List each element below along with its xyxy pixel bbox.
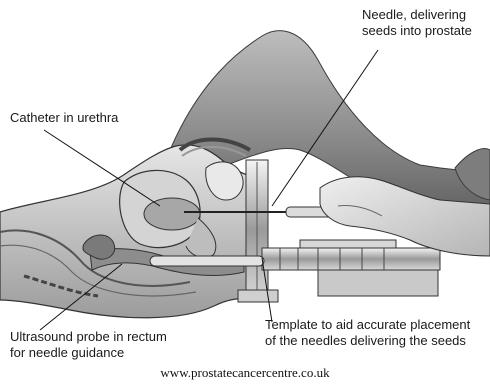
prostate bbox=[144, 198, 200, 230]
needle-label: Needle, delivering seeds into prostate bbox=[362, 7, 472, 39]
stepper-unit bbox=[262, 240, 440, 296]
catheter-label: Catheter in urethra bbox=[10, 110, 118, 126]
source-url: www.prostatecancercentre.co.uk bbox=[0, 365, 490, 381]
probe-label: Ultrasound probe in rectum for needle gu… bbox=[10, 329, 167, 361]
ultrasound-probe bbox=[150, 256, 264, 266]
template-label: Template to aid accurate placement of th… bbox=[265, 317, 470, 349]
